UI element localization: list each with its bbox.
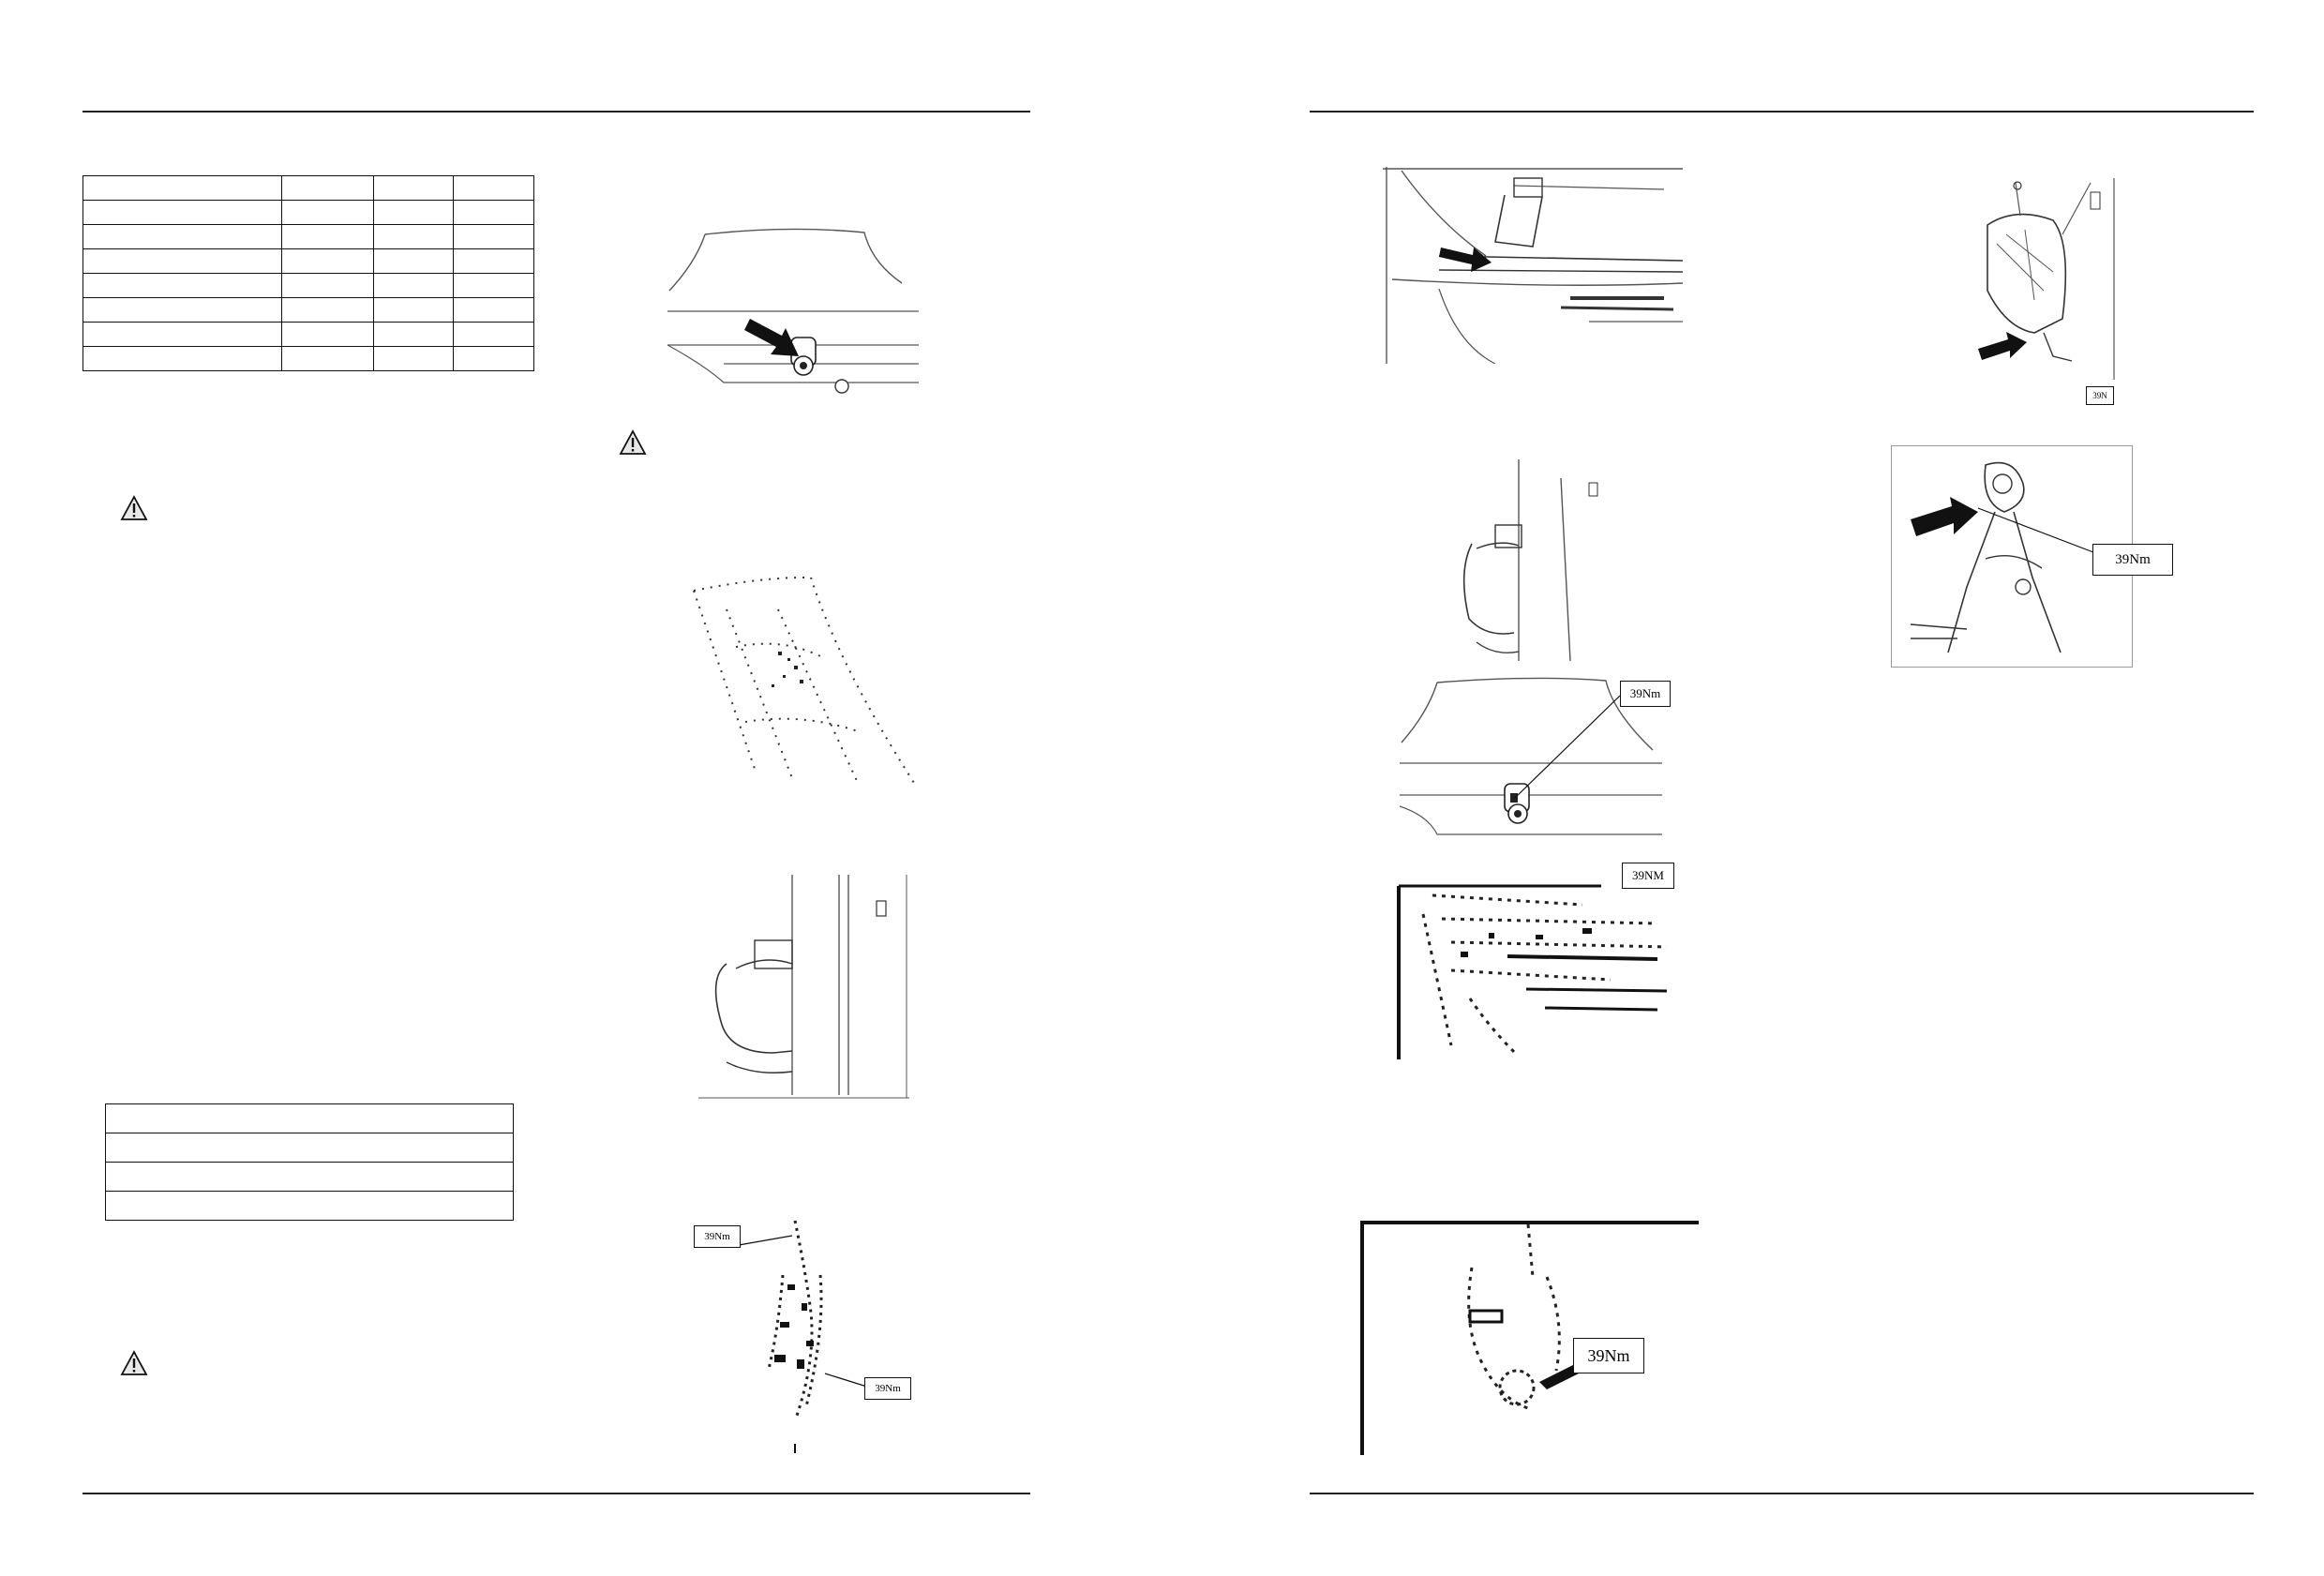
- figure-bracket-dotted: [1359, 1221, 1699, 1455]
- torque-label: 39Nm: [694, 1225, 741, 1248]
- torque-label: 39N: [2086, 386, 2114, 405]
- torque-label: 39Nm: [2092, 544, 2173, 576]
- torque-label: 39NM: [1622, 863, 1674, 889]
- figure-seat-rail: [1383, 167, 1683, 364]
- torque-label: 39Nm: [1620, 681, 1671, 707]
- figure-arm-dotted: [694, 1219, 919, 1453]
- figure-seat-frame-dotted: [1395, 877, 1669, 1059]
- torque-label: 39Nm: [1573, 1338, 1644, 1373]
- figure-seat-hinge: [1969, 178, 2119, 384]
- figure-hinge-small: [1448, 459, 1627, 666]
- warning-triangle-icon: [120, 495, 148, 520]
- spec-table: [82, 175, 534, 371]
- warning-triangle-icon: [120, 1350, 148, 1375]
- figure-striker-torque: [1400, 675, 1662, 848]
- right-header-rule: [1310, 111, 2254, 113]
- figure-pillar-dotted: [689, 572, 919, 788]
- right-footer-rule: [1310, 1493, 2254, 1494]
- left-footer-rule: [82, 1493, 1030, 1494]
- figure-striker-panel: [667, 225, 919, 403]
- torque-label: 39Nm: [864, 1377, 911, 1400]
- warning-triangle-icon: [619, 429, 647, 455]
- left-header-rule: [82, 111, 1030, 113]
- box-table: [105, 1103, 514, 1221]
- figure-hinge-mechanism: [698, 875, 909, 1100]
